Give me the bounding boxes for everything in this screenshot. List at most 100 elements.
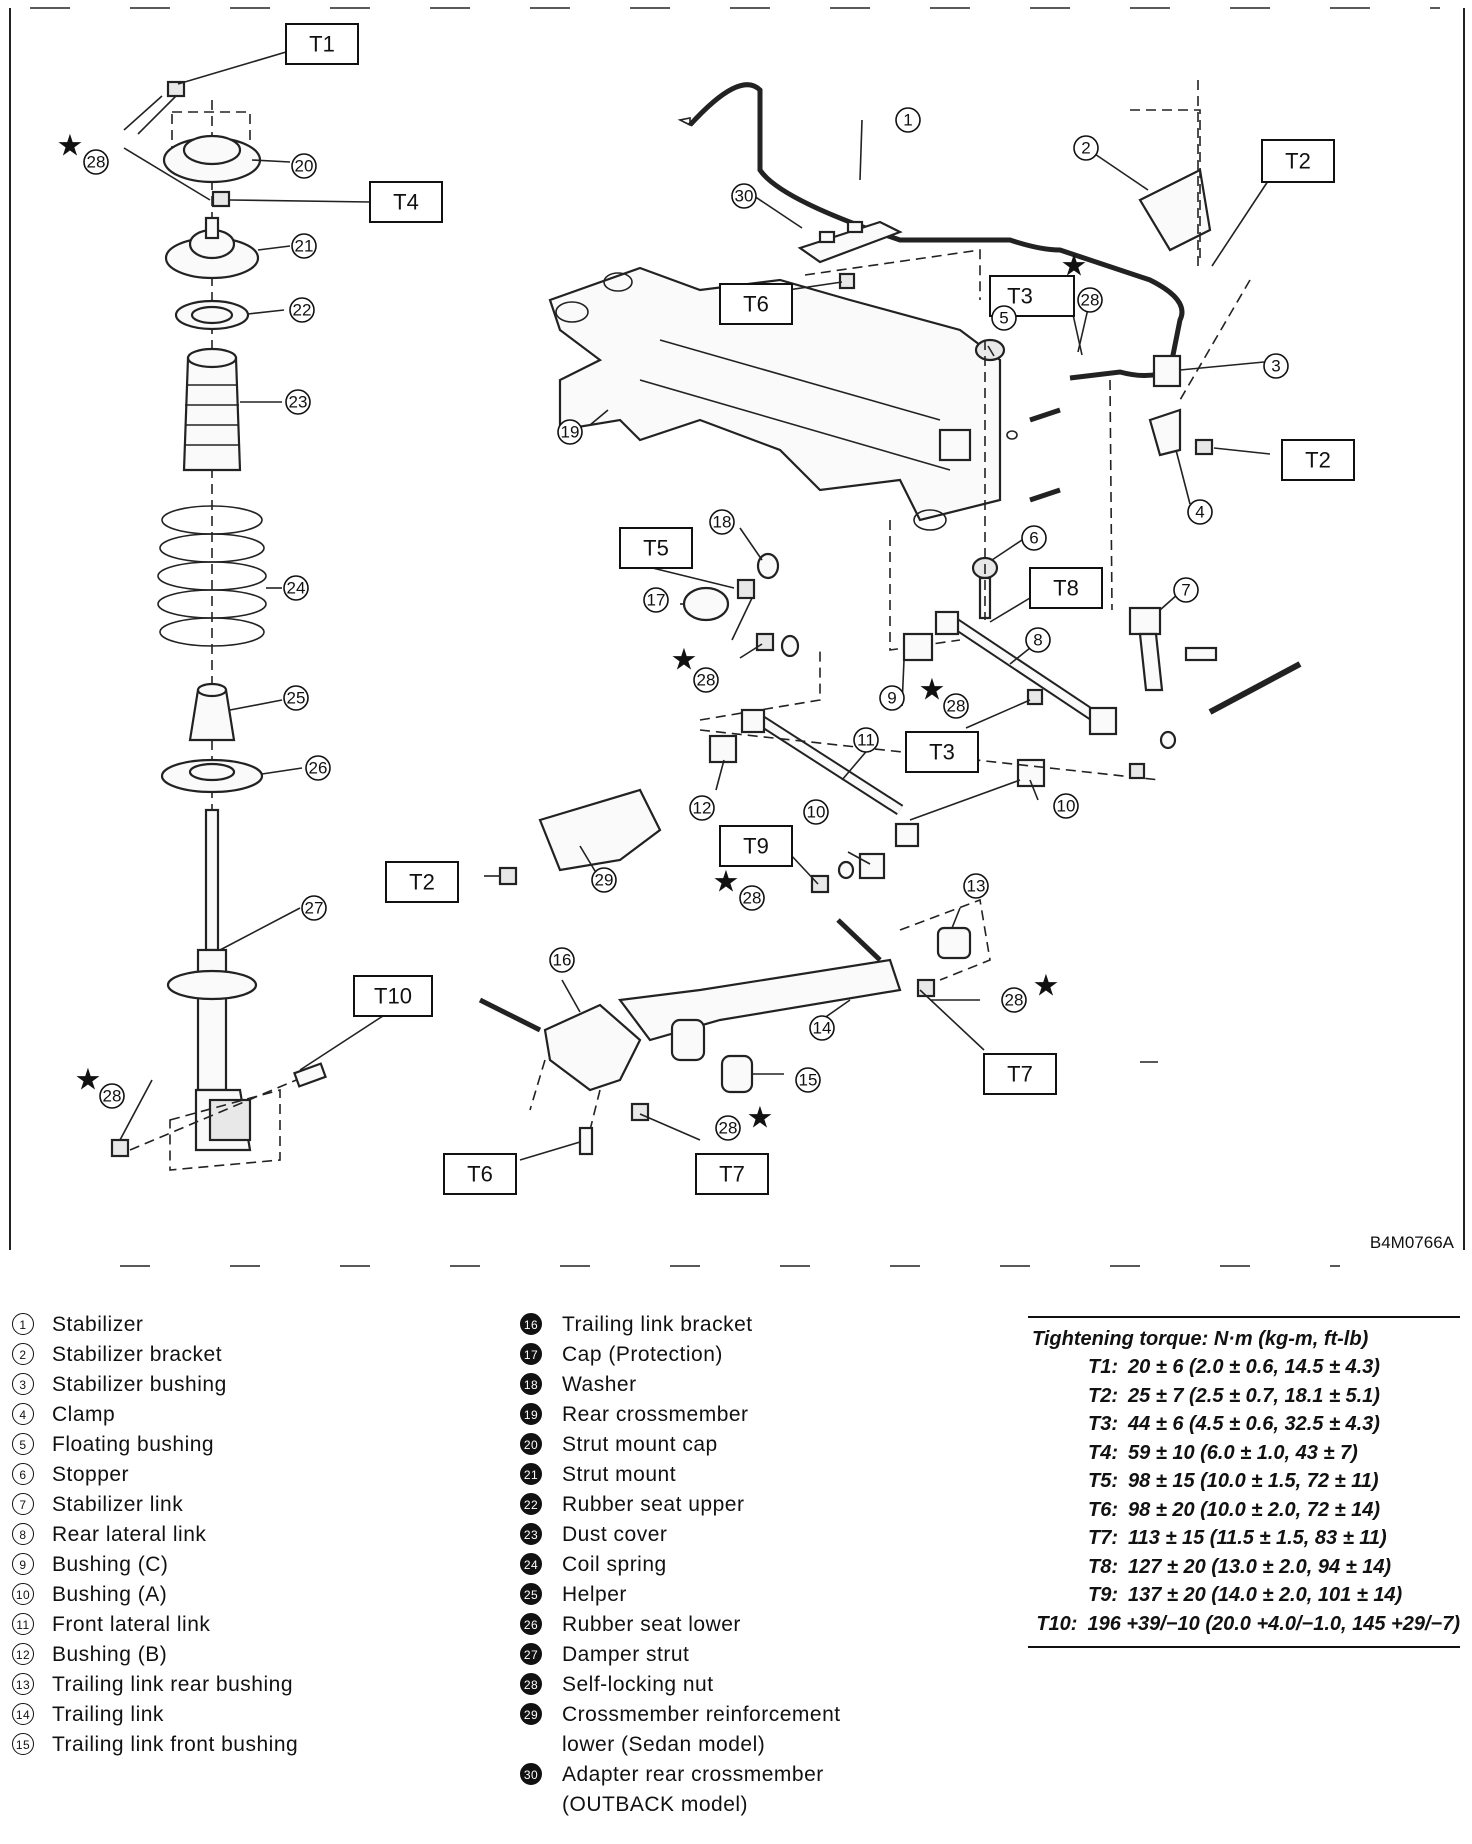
callout-15: 15 <box>795 1067 821 1093</box>
svg-text:24: 24 <box>287 579 306 598</box>
svg-text:28: 28 <box>719 1119 738 1138</box>
torque-value: 113 ± 15 (11.5 ± 1.5, 83 ± 11) <box>1128 1527 1387 1549</box>
legend-number: 27 <box>520 1643 542 1665</box>
legend-label: Trailing link bracket <box>562 1313 753 1336</box>
legend-number: 9 <box>12 1553 34 1575</box>
svg-text:28: 28 <box>103 1087 122 1106</box>
callout-5: 5 <box>991 305 1017 331</box>
torque-label: T1: <box>1088 1356 1118 1378</box>
legend-number: 7 <box>12 1493 34 1515</box>
callout-28: 28 <box>739 885 765 911</box>
legend-label: Clamp <box>52 1403 116 1426</box>
legend-number: 22 <box>520 1493 542 1515</box>
torque-value: 44 ± 6 (4.5 ± 0.6, 32.5 ± 4.3) <box>1128 1413 1380 1435</box>
svg-text:T6: T6 <box>743 292 769 317</box>
crossmember-reinforcement-part <box>498 788 662 886</box>
torque-row: T10:196 +39/−10 (20.0 +4.0/−1.0, 145 +29… <box>1028 1610 1460 1639</box>
svg-text:10: 10 <box>807 803 826 822</box>
callout-28: 28 <box>693 667 719 693</box>
legend-number: 17 <box>520 1343 542 1365</box>
svg-text:16: 16 <box>553 951 572 970</box>
torque-value: 127 ± 20 (13.0 ± 2.0, 94 ± 14) <box>1128 1555 1392 1578</box>
svg-text:T8: T8 <box>1053 576 1079 601</box>
torque-label: T7: <box>1088 1527 1118 1549</box>
legend-label: Rear crossmember <box>562 1403 749 1426</box>
svg-text:★: ★ <box>747 1101 774 1136</box>
star-marker: ★ <box>1061 249 1088 284</box>
clamp-axis <box>1179 279 1251 401</box>
svg-text:29: 29 <box>595 871 614 890</box>
callout-28: 28 <box>83 149 109 175</box>
torque-label: T3: <box>1088 1413 1118 1435</box>
callout-30: 30 <box>731 183 757 209</box>
legend-number: 4 <box>12 1403 34 1425</box>
callout-20: 20 <box>291 153 317 179</box>
star-marker: ★ <box>57 129 84 164</box>
legend-label: Stopper <box>52 1463 130 1486</box>
legend-label: Trailing link <box>52 1703 164 1726</box>
svg-text:30: 30 <box>735 187 754 206</box>
svg-text:28: 28 <box>697 671 716 690</box>
svg-text:8: 8 <box>1033 631 1042 650</box>
svg-text:T9: T9 <box>743 834 769 859</box>
legend-number: 23 <box>520 1523 542 1545</box>
legend-label: Crossmember reinforcement lower (Sedan m… <box>562 1703 841 1756</box>
leader-lines <box>119 51 1271 1161</box>
front-lateral-link-part <box>708 708 1046 848</box>
svg-text:★: ★ <box>671 643 698 678</box>
legend-item: 4 Clamp <box>12 1400 492 1430</box>
legend-label: Stabilizer <box>52 1313 144 1336</box>
svg-text:28: 28 <box>947 697 966 716</box>
torque-box-t6: T6 <box>719 283 793 325</box>
torque-row: T3: 44 ± 6 (4.5 ± 0.6, 32.5 ± 4.3) <box>1028 1410 1460 1439</box>
legend-number: 2 <box>12 1343 34 1365</box>
svg-text:★: ★ <box>75 1063 102 1098</box>
torque-box-t4: T4 <box>369 181 443 223</box>
callout-28: 28 <box>715 1115 741 1141</box>
callout-28: 28 <box>1001 987 1027 1013</box>
rear-crossmember-part <box>548 266 1002 531</box>
svg-text:★: ★ <box>57 129 84 164</box>
callout-27: 27 <box>301 895 327 921</box>
torque-spec-table: Tightening torque: N·m (kg-m, ft-lb) T1:… <box>1028 1316 1460 1648</box>
torque-label: T9: <box>1088 1584 1118 1606</box>
helper-part <box>188 682 236 742</box>
torque-row: T5:98 ± 15 (10.0 ± 1.5, 72 ± 11) <box>1028 1467 1460 1496</box>
svg-text:18: 18 <box>713 513 732 532</box>
strut-nut-part <box>110 1138 130 1158</box>
callout-21: 21 <box>291 233 317 259</box>
torque-row: T8:127 ± 20 (13.0 ± 2.0, 94 ± 14) <box>1028 1553 1460 1582</box>
callout-10: 10 <box>803 799 829 825</box>
legend-label: Helper <box>562 1583 627 1606</box>
stabilizer-link-part <box>1128 606 1218 692</box>
legend-label: Coil spring <box>562 1553 667 1576</box>
dust-cover-part <box>182 347 242 472</box>
legend-label: Washer <box>562 1373 637 1396</box>
legend-label: Bushing (A) <box>52 1583 168 1606</box>
trailing-rear-outline <box>899 898 991 981</box>
suspension-exploded-diagram: T1 T4 T6 T3 T2 T2 T5 T8 T3 T9 T2 T10 T7 … <box>9 7 1465 1267</box>
strut-mount-cap-part <box>162 111 262 184</box>
svg-text:9: 9 <box>887 689 896 708</box>
svg-text:21: 21 <box>295 237 314 256</box>
torque-box-t1: T1 <box>285 23 359 65</box>
legend-label: Rubber seat lower <box>562 1613 741 1636</box>
svg-text:T4: T4 <box>393 190 419 215</box>
legend-label: Rear lateral link <box>52 1523 207 1546</box>
stabilizer-link-axis <box>1109 379 1113 611</box>
svg-text:28: 28 <box>1005 991 1024 1010</box>
legend-label: Trailing link front bushing <box>52 1733 299 1756</box>
legend-label: Front lateral link <box>52 1613 211 1636</box>
svg-text:T5: T5 <box>643 536 669 561</box>
strut-bolt-part <box>293 1062 327 1088</box>
legend-number: 11 <box>12 1613 34 1635</box>
